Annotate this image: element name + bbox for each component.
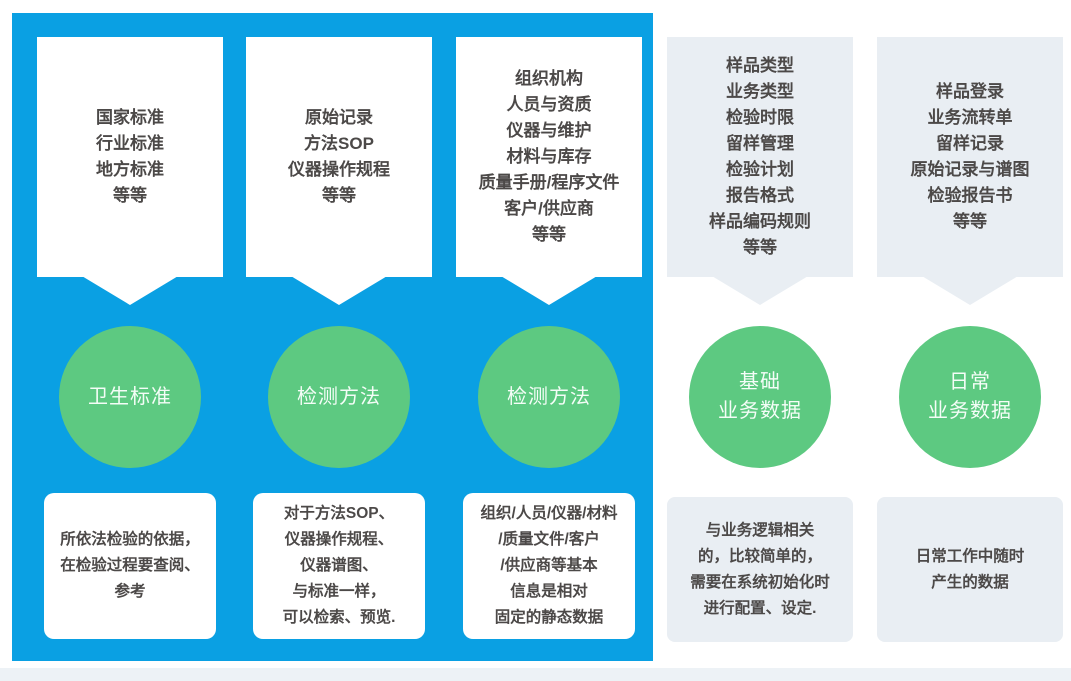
description-box: 与业务逻辑相关 的，比较简单的， 需要在系统初始化时 进行配置、设定.	[667, 497, 853, 642]
category-circle: 基础 业务数据	[689, 326, 831, 468]
top-banner: 样品登录 业务流转单 留样记录 原始记录与谱图 检验报告书 等等	[877, 37, 1063, 305]
column-test-methods-2: 组织机构 人员与资质 仪器与维护 材料与库存 质量手册/程序文件 客户/供应商 …	[456, 0, 642, 681]
category-circle-label: 卫生标准	[88, 385, 172, 408]
footer-strip	[0, 668, 1071, 681]
description-text: 对于方法SOP、 仪器操作规程、 仪器谱图、 与标准一样， 可以检索、预览.	[282, 505, 396, 626]
category-circle: 检测方法	[268, 326, 410, 468]
top-banner-text: 原始记录 方法SOP 仪器操作规程 等等	[288, 108, 390, 205]
top-banner: 样品类型 业务类型 检验时限 留样管理 检验计划 报告格式 样品编码规则 等等	[667, 37, 853, 305]
description-box: 所依法检验的依据， 在检验过程要查阅、 参考	[44, 493, 216, 639]
column-daily-business-data: 样品登录 业务流转单 留样记录 原始记录与谱图 检验报告书 等等 日常 业务数据…	[877, 0, 1063, 681]
category-circle-label: 基础 业务数据	[718, 371, 802, 422]
description-text: 与业务逻辑相关 的，比较简单的， 需要在系统初始化时 进行配置、设定.	[690, 521, 830, 617]
column-hygiene-standards: 国家标准 行业标准 地方标准 等等 卫生标准 所依法检验的依据， 在检验过程要查…	[37, 0, 223, 681]
top-banner: 组织机构 人员与资质 仪器与维护 材料与库存 质量手册/程序文件 客户/供应商 …	[456, 37, 642, 305]
description-box: 对于方法SOP、 仪器操作规程、 仪器谱图、 与标准一样， 可以检索、预览.	[253, 493, 425, 639]
description-text: 日常工作中随时 产生的数据	[915, 547, 1025, 591]
description-box: 组织/人员/仪器/材料 /质量文件/客户 /供应商等基本 信息是相对 固定的静态…	[463, 493, 635, 639]
category-circle-label: 检测方法	[297, 385, 381, 408]
description-text: 所依法检验的依据， 在检验过程要查阅、 参考	[60, 531, 200, 600]
category-circle-label: 检测方法	[507, 385, 591, 408]
category-circle: 日常 业务数据	[899, 326, 1041, 468]
top-banner-text: 样品登录 业务流转单 留样记录 原始记录与谱图 检验报告书 等等	[910, 82, 1030, 231]
category-circle: 卫生标准	[59, 326, 201, 468]
description-box: 日常工作中随时 产生的数据	[877, 497, 1063, 642]
top-banner: 国家标准 行业标准 地方标准 等等	[37, 37, 223, 305]
top-banner-text: 国家标准 行业标准 地方标准 等等	[96, 108, 164, 205]
category-circle-label: 日常 业务数据	[928, 371, 1012, 422]
description-text: 组织/人员/仪器/材料 /质量文件/客户 /供应商等基本 信息是相对 固定的静态…	[480, 505, 618, 626]
column-test-methods-1: 原始记录 方法SOP 仪器操作规程 等等 检测方法 对于方法SOP、 仪器操作规…	[246, 0, 432, 681]
column-basic-business-data: 样品类型 业务类型 检验时限 留样管理 检验计划 报告格式 样品编码规则 等等 …	[667, 0, 853, 681]
category-circle: 检测方法	[478, 326, 620, 468]
top-banner-text: 样品类型 业务类型 检验时限 留样管理 检验计划 报告格式 样品编码规则 等等	[709, 56, 811, 257]
top-banner: 原始记录 方法SOP 仪器操作规程 等等	[246, 37, 432, 305]
top-banner-text: 组织机构 人员与资质 仪器与维护 材料与库存 质量手册/程序文件 客户/供应商 …	[478, 69, 620, 244]
